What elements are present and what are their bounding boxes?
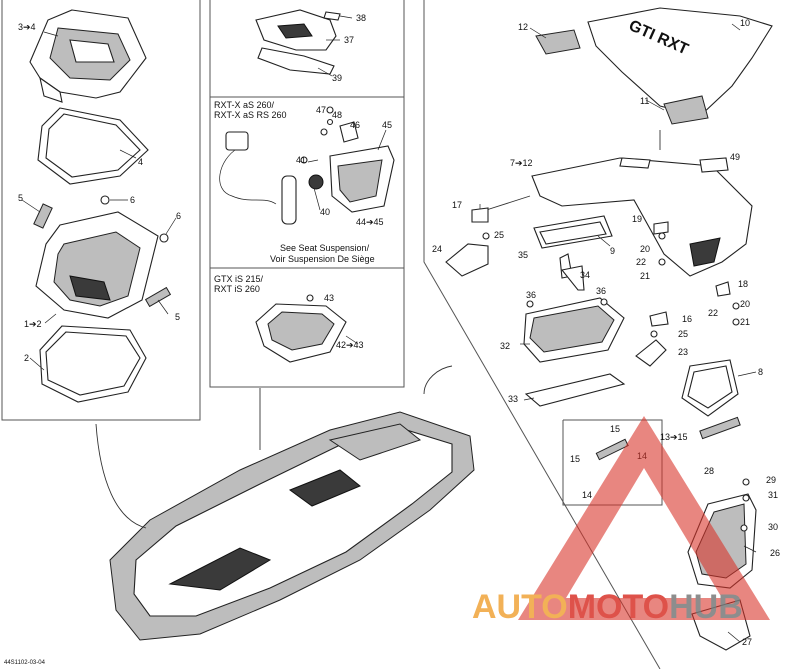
label-2: 2 (24, 353, 29, 363)
label-47: 47 (316, 105, 326, 115)
label-28: 28 (704, 466, 714, 476)
label-40: 40 (320, 207, 330, 217)
note-rxt-line2: RXT-X aS RS 260 (214, 110, 287, 120)
label-22a: 22 (636, 257, 646, 267)
label-19: 19 (632, 214, 642, 224)
note-gtx-line2: RXT iS 260 (214, 284, 260, 294)
svg-text:AUTOMOTOHUB: AUTOMOTOHUB (472, 588, 743, 626)
hull (109, 411, 475, 641)
watermark-text-hub: HUB (669, 588, 743, 626)
label-46: 46 (350, 120, 360, 130)
decal-12 (535, 29, 581, 55)
note-seat-line1: See Seat Suspension/ (280, 243, 370, 253)
watermark-text-auto: AUTO (472, 588, 568, 626)
front-cover-7 (531, 157, 753, 277)
hinge-24 (445, 243, 489, 277)
storage-cover-assembly (29, 9, 147, 103)
gasket-8 (681, 359, 739, 417)
part-labels: 3➔4 4 5 6 6 1➔2 5 2 38 37 39 RXT-X aS 26… (4, 13, 780, 666)
latch-23 (635, 339, 667, 367)
label-27: 27 (742, 637, 752, 647)
label-36b: 36 (596, 286, 606, 296)
strut-13 (595, 416, 741, 461)
storage-bin-1 (33, 195, 172, 319)
label-21a: 21 (640, 271, 650, 281)
decal-10: GTI RXT (587, 7, 773, 117)
label-1-2: 1➔2 (24, 319, 42, 329)
label-3-4: 3➔4 (18, 22, 36, 32)
label-39: 39 (332, 73, 342, 83)
watermark-triangle-icon (518, 416, 770, 620)
bracket-46 (320, 121, 359, 143)
label-35: 35 (518, 250, 528, 260)
note-gtx-line1: GTX iS 215/ (214, 274, 264, 284)
note-rxt-line1: RXT-X aS 260/ (214, 100, 275, 110)
front-storage-32 (523, 297, 625, 363)
label-44-45: 44➔45 (356, 217, 384, 227)
figure-code: 44S1102-03-04 (4, 660, 46, 666)
label-37: 37 (344, 35, 354, 45)
label-25a: 25 (494, 230, 504, 240)
label-48: 48 (332, 110, 342, 120)
label-15b: 15 (570, 454, 580, 464)
label-12: 12 (518, 22, 528, 32)
hardware-fasteners (306, 106, 750, 532)
label-31: 31 (768, 490, 778, 500)
label-20a: 20 (640, 244, 650, 254)
label-8: 8 (758, 367, 763, 377)
label-9: 9 (610, 246, 615, 256)
label-14b: 14 (582, 490, 592, 500)
label-23: 23 (678, 347, 688, 357)
storage-gasket-2 (39, 325, 147, 403)
gasket-33 (524, 373, 626, 407)
label-29: 29 (766, 475, 776, 485)
label-34: 34 (580, 270, 590, 280)
label-6a: 6 (130, 195, 135, 205)
label-45: 45 (382, 120, 392, 130)
label-13-15: 13➔15 (660, 432, 688, 442)
label-26: 26 (770, 548, 780, 558)
label-20b: 20 (740, 299, 750, 309)
label-5a: 5 (18, 193, 23, 203)
watermark-logo: AUTOMOTOHUB (472, 416, 770, 626)
label-41: 41 (296, 155, 306, 165)
leader-lines (21, 15, 757, 643)
label-32: 32 (500, 341, 510, 351)
label-24: 24 (432, 244, 442, 254)
label-30: 30 (768, 522, 778, 532)
storage-box-42 (255, 303, 347, 363)
label-15a: 15 (610, 424, 620, 434)
label-7-12: 7➔12 (510, 158, 533, 168)
label-21b: 21 (740, 317, 750, 327)
label-11: 11 (640, 96, 649, 106)
label-6b: 6 (176, 211, 181, 221)
label-38: 38 (356, 13, 366, 23)
storage-gasket-4 (37, 107, 149, 185)
gasket-9 (533, 215, 613, 249)
label-10: 10 (740, 18, 750, 28)
label-42-43: 42➔43 (336, 340, 364, 350)
label-49: 49 (730, 152, 740, 162)
label-43: 43 (324, 293, 334, 303)
label-17: 17 (452, 200, 462, 210)
electrical-harness (219, 131, 324, 225)
label-25b: 25 (678, 329, 688, 339)
lid-gasket-39 (257, 47, 335, 75)
label-22b: 22 (708, 308, 718, 318)
glove-box-lid-37 (255, 9, 337, 51)
label-4: 4 (138, 157, 143, 167)
storage-box-45 (329, 145, 395, 213)
decal-11 (663, 95, 709, 125)
watermark-text-moto: MOTO (568, 588, 669, 626)
hinge-38 (323, 11, 341, 21)
label-36a: 36 (526, 290, 536, 300)
label-33: 33 (508, 394, 518, 404)
label-16: 16 (682, 314, 692, 324)
note-seat-line2: Voir Suspension De Siège (270, 254, 375, 264)
label-18: 18 (738, 279, 748, 289)
label-5b: 5 (175, 312, 180, 322)
